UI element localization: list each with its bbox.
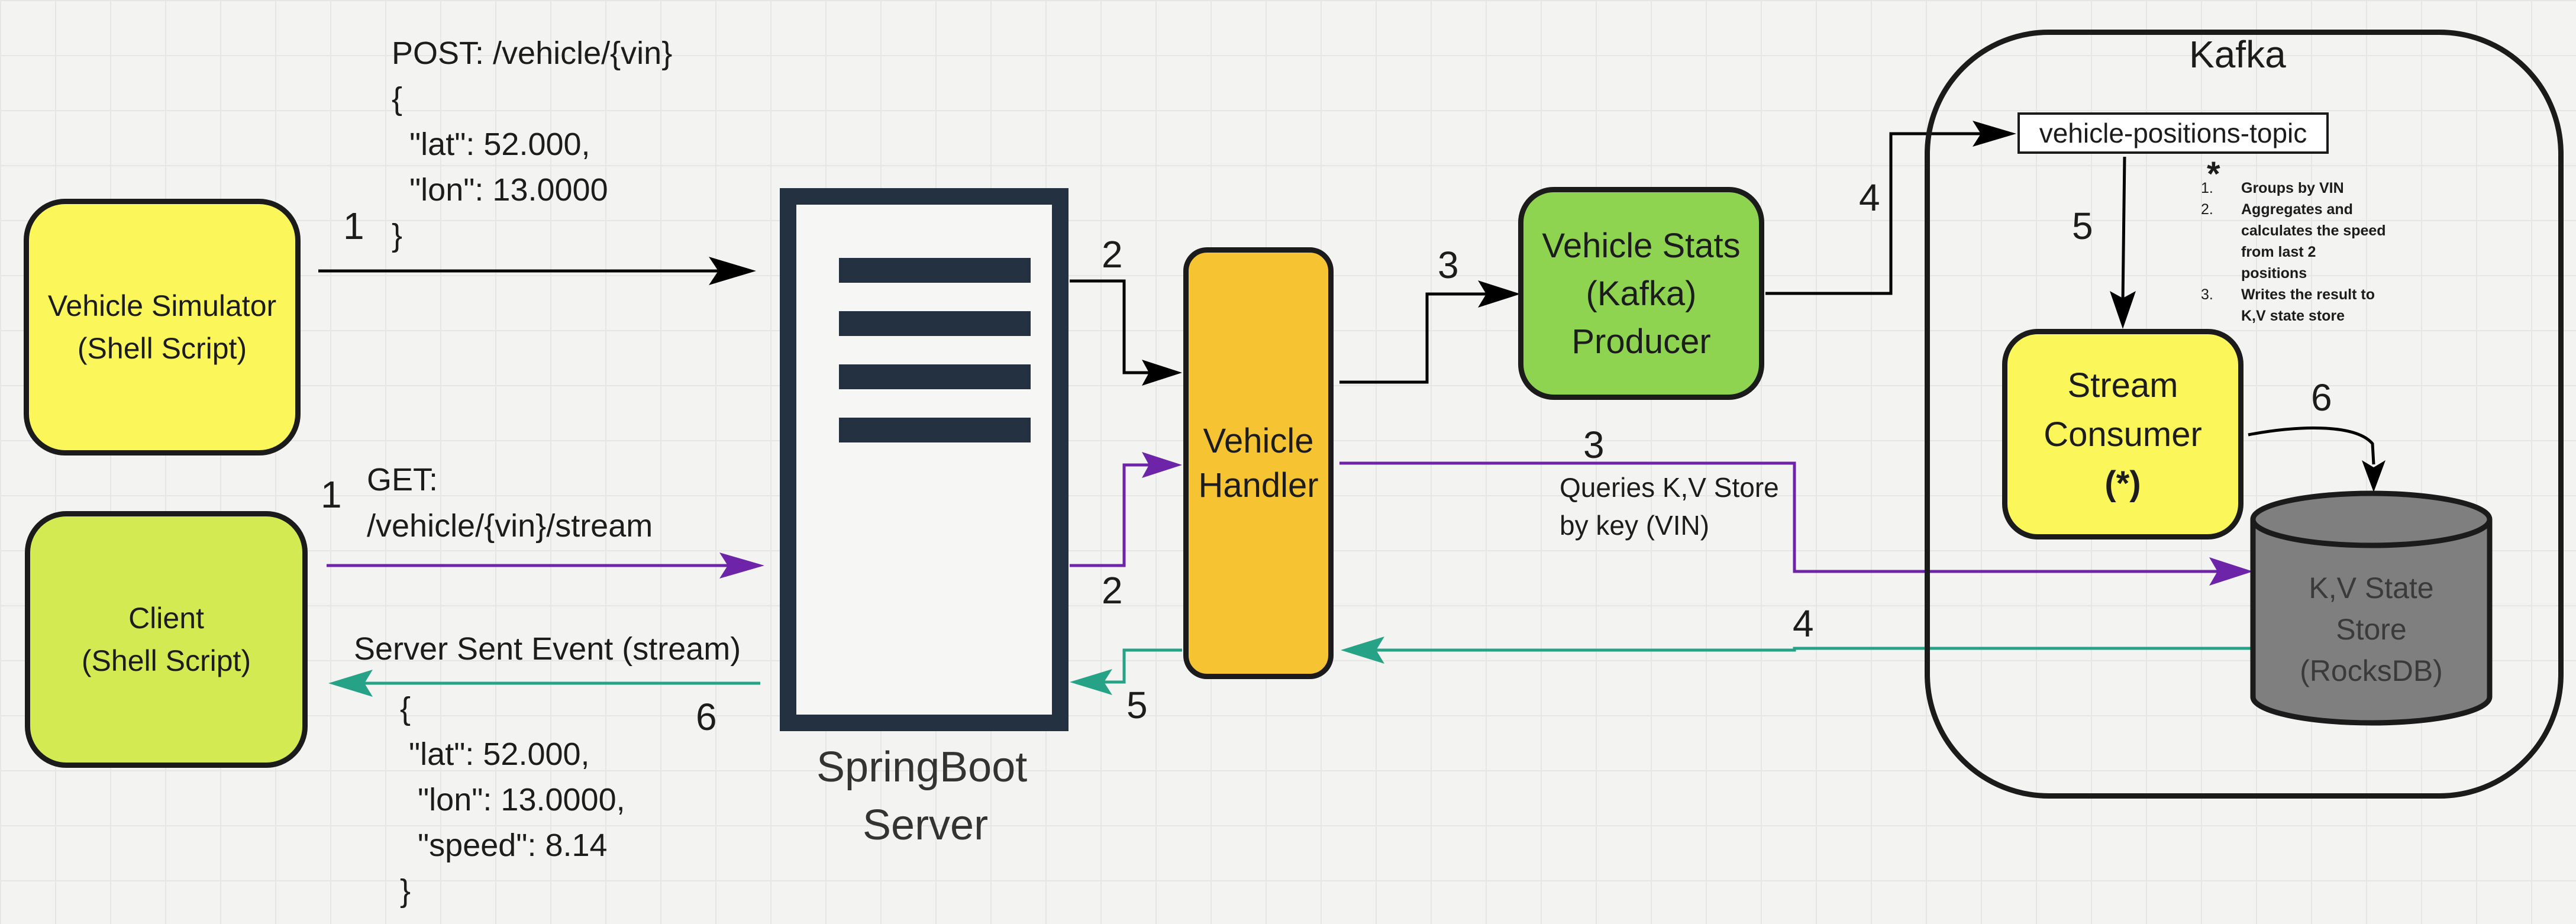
sse-payload-line-2: "lat": 52.000, [400,736,590,772]
step-label-4-topic: 4 [1859,176,1880,219]
step-label-4-store: 4 [1793,602,1814,645]
stream-consumer-note-marker: (*) [2104,464,2141,503]
client-label: Client [128,602,204,635]
arrow-server-to-handler-purple [1070,452,1182,567]
notes-num-2: 2. [2201,201,2213,218]
sse-payload-line-1: { [400,691,411,726]
notes-item-2-line-1: Aggregates and [2241,201,2353,218]
producer-label: Vehicle Stats [1542,226,1741,265]
notes-item-3-line-1: Writes the result to [2241,286,2375,303]
query-label-line-2: by key (VIN) [1560,510,1710,541]
notes-item-1: Groups by VIN [2241,180,2344,196]
step-label-5-consumer: 5 [2072,205,2093,247]
kafka-title: Kafka [2189,33,2286,76]
vehicle-handler-sublabel: Handler [1198,466,1319,505]
notes-item-3-line-2: K,V state store [2241,308,2345,324]
arrow-consumer-to-store [2248,427,2385,492]
sse-payload-line-3: "lon": 13.0000, [400,782,625,818]
step-label-3-store: 3 [1583,424,1605,466]
vehicle-handler-node[interactable]: Vehicle Handler [1183,247,1334,679]
arrow-store-to-handler [1341,637,2251,664]
state-store-label: K,V State [2309,571,2434,605]
sse-payload-line-4: "speed": 8.14 [400,828,608,863]
get-request-path: /vehicle/{vin}/stream [367,508,653,544]
notes-star: * [2207,155,2220,193]
springboot-server-sublabel: Server [863,802,989,849]
vehicle-simulator-label: Vehicle Simulator [47,289,277,322]
state-store-sublabel: Store [2336,613,2407,646]
producer-sublabel: (Kafka) [1586,274,1697,313]
step-label-2-top: 2 [1102,233,1123,276]
server-slot-1 [839,258,1031,283]
kafka-cluster-boundary [1925,30,2564,799]
query-label-line-1: Queries K,V Store [1560,472,1779,503]
stream-consumer-node[interactable]: Stream Consumer (*) [2002,329,2243,539]
sse-label: Server Sent Event (stream) [354,631,741,667]
post-request-line-3: "lat": 52.000, [392,127,590,162]
notes-num-1: 1. [2201,180,2213,196]
vehicle-simulator-sublabel: (Shell Script) [77,332,247,365]
post-request-line-2: { [392,81,403,117]
client-node[interactable]: Client (Shell Script) [25,511,308,768]
arrow-topic-to-consumer [2110,156,2136,329]
notes-item-2-line-3: from last 2 [2241,244,2316,260]
vehicle-positions-topic-box[interactable]: vehicle-positions-topic [2017,112,2329,154]
step-label-6-client: 6 [696,696,717,738]
sse-payload-line-5: } [400,873,411,909]
vehicle-handler-label: Vehicle [1203,422,1314,460]
server-slot-3 [839,364,1031,389]
arrow-handler-to-server [1070,648,1182,695]
springboot-server-label: SpringBoot [816,744,1028,791]
notes-item-2-line-4: positions [2241,265,2307,282]
arrow-client-to-server [327,553,764,579]
step-label-5-server: 5 [1126,684,1148,726]
step-label-2-bottom: 2 [1102,569,1123,612]
topic-label: vehicle-positions-topic [2039,118,2307,148]
springboot-server-icon[interactable] [780,188,1069,731]
step-label-3-producer: 3 [1438,244,1459,286]
database-cylinder-icon [2250,490,2493,726]
post-request-line-1: POST: /vehicle/{vin} [392,35,673,71]
arrow-simulator-to-server [318,257,756,285]
get-request-method: GET: [367,462,438,497]
stream-consumer-label: Stream [2067,366,2178,405]
step-label-6-store: 6 [2311,376,2332,419]
state-store-engine: (RocksDB) [2300,654,2443,687]
server-slot-2 [839,311,1031,336]
arrow-server-to-handler-black [1070,279,1182,386]
server-slot-4 [839,418,1031,442]
post-request-line-4: "lon": 13.0000 [392,172,608,208]
arrow-server-to-client [328,670,760,697]
stream-consumer-sublabel: Consumer [2044,415,2202,454]
arrow-handler-to-store [1339,461,2253,586]
vehicle-stats-producer-node[interactable]: Vehicle Stats (Kafka) Producer [1518,187,1764,400]
step-label-1-post: 1 [343,205,364,247]
vehicle-simulator-node[interactable]: Vehicle Simulator (Shell Script) [24,199,301,455]
notes-item-2-line-2: calculates the speed [2241,222,2386,239]
post-request-line-5: } [392,218,403,253]
arrow-handler-to-producer [1339,280,1521,384]
step-label-1-get: 1 [321,473,342,516]
notes-num-3: 3. [2201,286,2213,303]
producer-sublabel-2: Producer [1571,322,1711,361]
client-sublabel: (Shell Script) [81,644,251,677]
kv-state-store-node[interactable]: K,V State Store (RocksDB) [2248,489,2494,728]
